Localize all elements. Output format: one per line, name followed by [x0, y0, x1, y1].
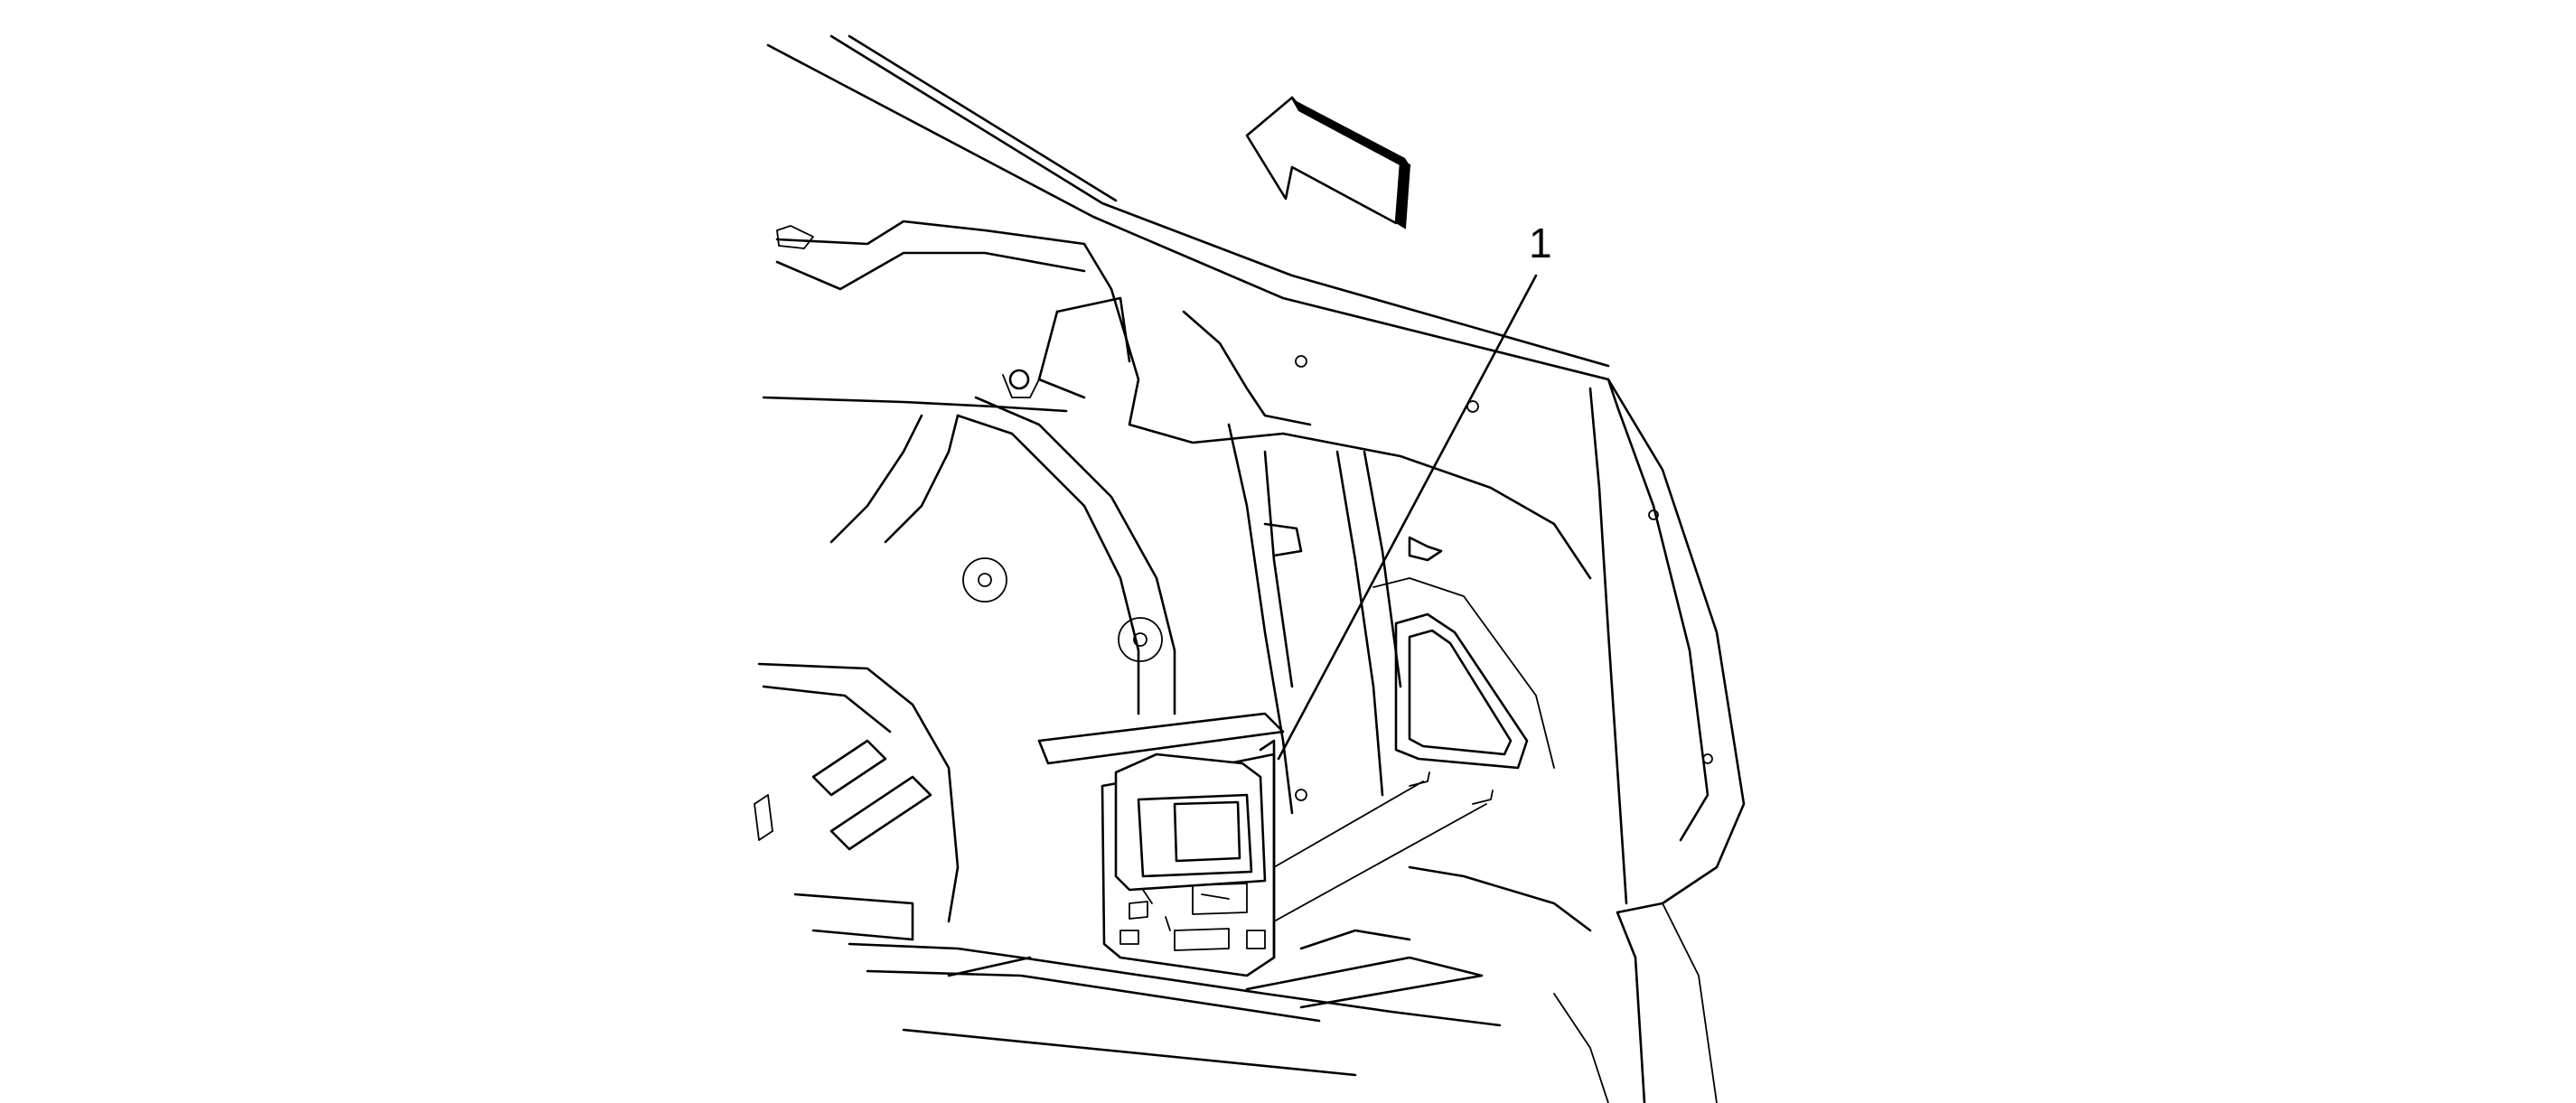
module-assembly [1101, 739, 1276, 977]
guide-lines [1273, 771, 1494, 922]
callout-leader-line [1277, 274, 1538, 761]
rear-body-panel [766, 34, 1746, 1103]
callout-label-1: 1 [1529, 220, 1552, 266]
upper-rail [775, 220, 1592, 580]
trunk-floor [848, 865, 1592, 1077]
direction-arrow-icon [1245, 96, 1411, 229]
wheel-house [754, 369, 1176, 941]
back-panel [1037, 423, 1443, 815]
access-opening [1372, 577, 1555, 770]
